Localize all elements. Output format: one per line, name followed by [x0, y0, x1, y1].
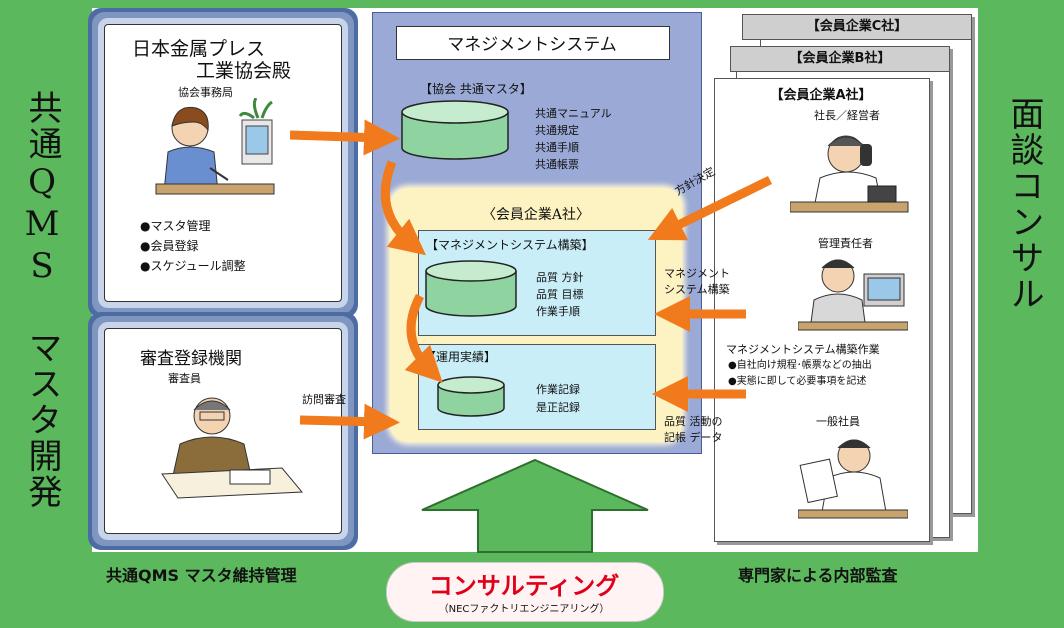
database-cylinder-common — [401, 100, 509, 160]
woman-at-desk-icon — [155, 98, 275, 195]
company-b-label: 【会員企業B社】 — [730, 46, 950, 72]
left-vertical-title: 共通QMS マスタ開発 — [22, 90, 62, 510]
management-system-title-box — [396, 26, 670, 60]
association-title-line1: 日本金属プレス — [132, 38, 266, 60]
man-writing-icon — [161, 397, 304, 499]
arrow-auditor-to-operation — [299, 403, 400, 440]
association-bullet-1: ●マスタ管理 — [140, 219, 211, 233]
man-at-computer-icon — [798, 259, 908, 331]
work-item-1: ●自社向け規程･帳票などの抽出 — [728, 360, 872, 371]
ms-build-title: 【マネジメントシステム構築】 — [426, 238, 594, 252]
frame-right — [978, 0, 1064, 628]
records-label-line2: 記帳 データ — [664, 431, 723, 444]
ms-build-item-3: 作業手順 — [536, 305, 580, 318]
employee-label: 一般社員 — [816, 415, 860, 428]
operation-item-2: 是正記録 — [536, 401, 580, 414]
operation-item-1: 作業記録 — [536, 383, 580, 396]
common-master-item-3: 共通手順 — [535, 141, 579, 154]
association-subtitle: 協会事務局 — [178, 86, 233, 99]
company-c-label: 【会員企業C社】 — [742, 14, 972, 40]
executive-on-phone-icon — [790, 135, 909, 213]
management-system-title: マネジメントシステム — [447, 35, 617, 55]
ms-build-label-line1: マネジメント — [664, 267, 730, 280]
common-master-title: 【協会 共通マスタ】 — [420, 82, 532, 96]
association-title-line2: 工業協会殿 — [196, 60, 292, 82]
database-cylinder-operation — [437, 376, 505, 417]
records-label-line1: 品質 活動の — [664, 415, 723, 428]
arrow-master-to-build — [380, 160, 427, 256]
common-master-item-1: 共通マニュアル — [535, 107, 612, 120]
consulting-title: コンサルティング — [428, 572, 620, 600]
work-title: マネジメントシステム構築作業 — [726, 343, 880, 356]
association-panel — [104, 24, 342, 302]
member-company-title: 〈会員企業A社〉 — [481, 207, 591, 223]
database-cylinder-build — [425, 260, 517, 317]
bottom-left-label: 共通QMS マスタ維持管理 — [106, 566, 297, 585]
frame-top — [0, 0, 1064, 8]
bottom-right-label: 専門家による内部監査 — [738, 566, 898, 585]
work-item-2: ●実態に即して必要事項を記述 — [728, 376, 867, 387]
association-bullet-3: ●スケジュール調整 — [140, 259, 246, 273]
auditor-subtitle: 審査員 — [168, 372, 201, 385]
right-vertical-title: 面談コンサル — [1004, 96, 1044, 312]
ms-build-item-1: 品質 方針 — [536, 271, 584, 284]
frame-left — [0, 0, 92, 628]
association-bullet-2: ●会員登録 — [140, 239, 199, 253]
man-reading-icon — [798, 439, 908, 519]
company-a-label: 【会員企業A社】 — [770, 88, 872, 103]
ms-build-item-2: 品質 目標 — [536, 288, 584, 301]
president-label: 社長／経営者 — [814, 109, 880, 122]
auditor-panel — [104, 328, 342, 534]
ms-build-label-line2: システム構築 — [664, 283, 730, 296]
auditor-title: 審査登録機関 — [140, 349, 242, 369]
visit-audit-label: 訪問審査 — [302, 393, 346, 406]
manager-label: 管理責任者 — [818, 237, 873, 250]
arrow-president-to-build — [647, 175, 772, 241]
common-master-item-4: 共通帳票 — [535, 158, 579, 171]
consulting-badge — [386, 562, 664, 622]
consulting-subtitle: （NECファクトリエンジニアリング） — [438, 604, 610, 615]
up-arrow-green — [421, 458, 649, 553]
arrow-association-to-master — [289, 119, 400, 156]
common-master-item-2: 共通規定 — [535, 124, 579, 137]
arrow-build-to-operation — [404, 293, 443, 383]
